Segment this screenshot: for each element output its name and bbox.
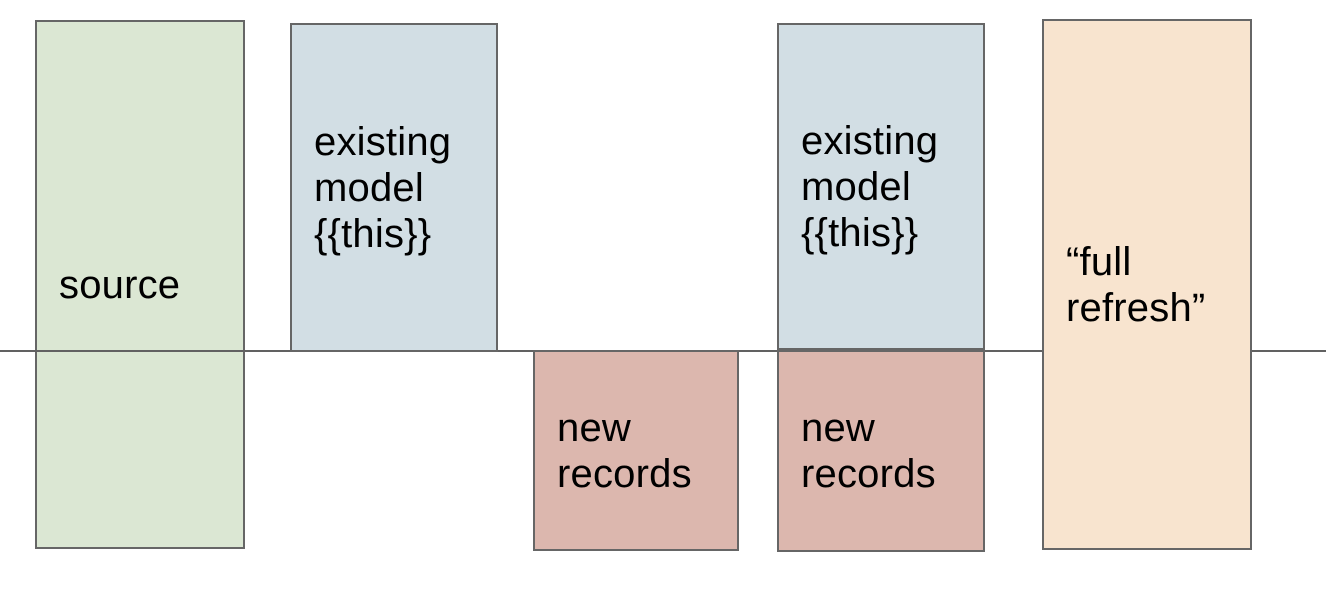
existing-model-box-stacked: existing model {{this}} — [777, 23, 985, 350]
new-records-label-incremental: new records — [557, 405, 692, 496]
full-refresh-box: “full refresh” — [1042, 19, 1252, 550]
source-box: source — [35, 20, 245, 549]
source-box-label: source — [59, 262, 181, 307]
new-records-label-stacked: new records — [801, 406, 936, 496]
existing-model-label-incremental: existing model {{this}} — [314, 119, 452, 256]
full-refresh-label: “full refresh” — [1066, 239, 1206, 330]
existing-model-box-incremental: existing model {{this}} — [290, 23, 498, 352]
existing-model-label-stacked: existing model {{this}} — [801, 118, 939, 255]
new-records-box-incremental: new records — [533, 350, 739, 551]
new-records-box-stacked: new records — [777, 350, 985, 552]
